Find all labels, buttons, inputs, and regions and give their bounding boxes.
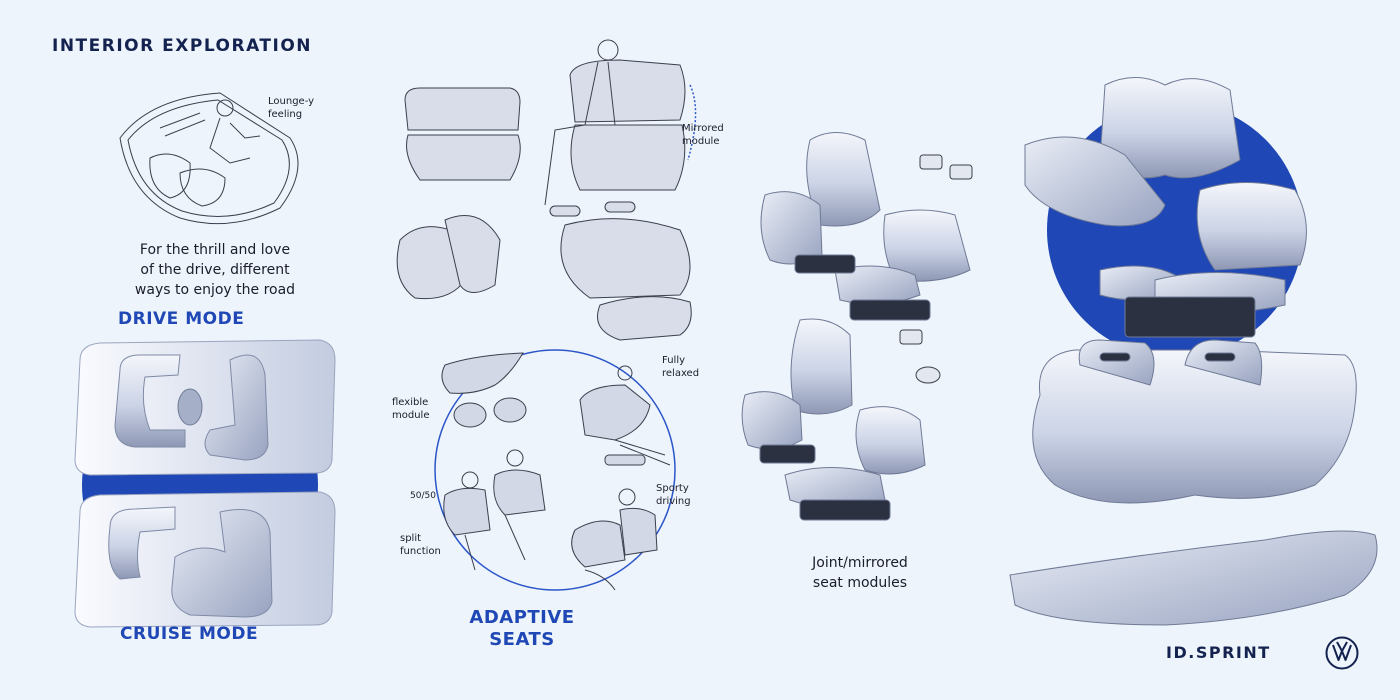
adaptive-seats-label: ADAPTIVE SEATS xyxy=(462,607,582,651)
mode-renders xyxy=(74,339,336,628)
caption-line: seat modules xyxy=(812,575,908,591)
drive-mode-label: DRIVE MODE xyxy=(118,309,245,329)
fully-relaxed-note: Fully relaxed xyxy=(662,355,700,379)
caption-line: Joint/mirrored xyxy=(812,555,908,571)
flexible-note: flexible module xyxy=(392,397,430,421)
seat-module-renders xyxy=(741,132,973,521)
sporty-driving-note: Sporty driving xyxy=(656,483,691,507)
cycle-circle xyxy=(434,349,676,591)
tagline: For the thrill and love of the drive, di… xyxy=(100,240,330,300)
vw-logo-icon xyxy=(1325,636,1359,670)
drive-mode-render xyxy=(74,339,336,476)
tagline-line: of the drive, different xyxy=(140,262,290,278)
cruise-mode-render xyxy=(74,491,336,628)
mirrored-note: Mirrored module xyxy=(682,123,724,147)
split-ratio-note: 50/50 xyxy=(410,491,436,501)
split-function-note: split function xyxy=(400,533,441,557)
seat-sketches xyxy=(396,39,697,341)
cruise-mode-label: CRUISE MODE xyxy=(120,624,259,644)
lounge-note: Lounge-y feeling xyxy=(268,96,315,120)
page-title: INTERIOR EXPLORATION xyxy=(52,36,313,56)
brand-name: ID.SPRINT xyxy=(1166,643,1271,662)
large-seat-renders xyxy=(1009,77,1378,626)
tagline-line: ways to enjoy the road xyxy=(134,282,296,298)
lounge-sketch xyxy=(119,92,299,225)
seat-modules-caption: Joint/mirrored seat modules xyxy=(760,553,960,593)
adaptive-seats-diagram xyxy=(434,349,676,591)
tagline-line: For the thrill and love xyxy=(139,242,291,258)
adaptive-line: ADAPTIVE xyxy=(469,607,575,628)
adaptive-line: SEATS xyxy=(489,629,555,650)
